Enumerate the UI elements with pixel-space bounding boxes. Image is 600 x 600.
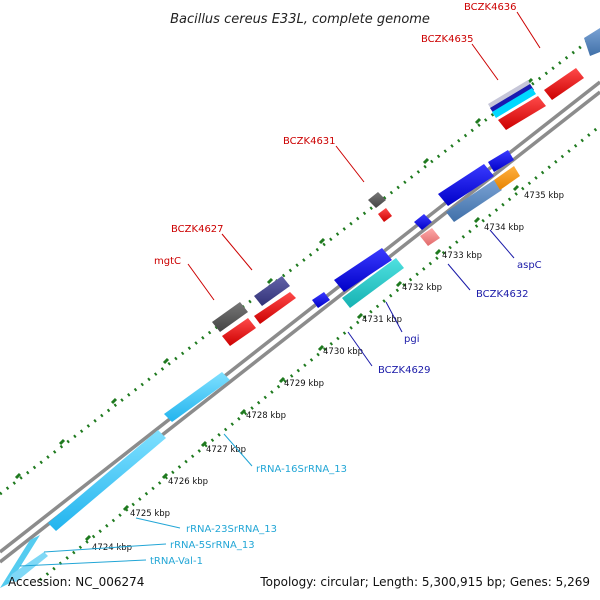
feature-BCZK4627	[254, 276, 290, 306]
feature-blue-small-2	[488, 150, 514, 172]
feature-mgtC-red	[222, 318, 256, 346]
tick-label: 4730 kbp	[323, 347, 363, 357]
feature-BCZK4632	[420, 228, 440, 246]
tick-label: 4725 kbp	[130, 509, 170, 519]
label-rRNA-5S: rRNA-5SrRNA_13	[170, 540, 255, 551]
feature-aspC	[446, 180, 502, 222]
inner-dotted-track	[39, 124, 600, 582]
tick-label: 4731 kbp	[362, 315, 402, 325]
label-tRNA-Val: tRNA-Val-1	[150, 556, 203, 567]
rRNA-16S-feature	[164, 372, 230, 422]
feature-orange	[494, 166, 520, 190]
tick-label: 4735 kbp	[524, 191, 564, 201]
label-rRNA-16S: rRNA-16SrRNA_13	[256, 464, 347, 475]
label-BCZK4632: BCZK4632	[476, 289, 529, 300]
feature-BCZK4631-red	[378, 208, 392, 222]
label-BCZK4627: BCZK4627	[171, 224, 224, 235]
gene-features	[212, 28, 600, 346]
tick-label: 4732 kbp	[402, 283, 442, 293]
accession-text: Accession: NC_006274	[8, 575, 144, 589]
tick-label: 4733 kbp	[442, 251, 482, 261]
tick-label: 4726 kbp	[168, 477, 208, 487]
feature-blue-small-1	[312, 292, 330, 308]
feature-BCZK4636-red	[544, 68, 584, 100]
feature-blue-large	[438, 164, 494, 206]
label-BCZK4636: BCZK4636	[464, 2, 517, 13]
feature-BCZK4635-cyan	[492, 88, 536, 118]
label-rRNA-23S: rRNA-23SrRNA_13	[186, 524, 277, 535]
leader-lines	[19, 11, 541, 567]
rRNA-tRNA-features	[0, 372, 230, 588]
label-aspC: aspC	[517, 260, 542, 271]
tRNA-cluster-arrows	[0, 535, 40, 588]
tick-label: 4728 kbp	[246, 411, 286, 421]
feature-BCZK4632-small	[414, 214, 432, 230]
topology-summary-text: Topology: circular; Length: 5,300,915 bp…	[259, 575, 590, 589]
feature-mgtC-gray	[212, 302, 248, 332]
backbone-line-outer	[0, 80, 600, 554]
tick-label: 4727 kbp	[206, 445, 246, 455]
label-BCZK4629: BCZK4629	[378, 365, 431, 376]
feature-BCZK4629	[334, 248, 392, 292]
feature-BCZK4635-red	[498, 96, 546, 130]
inner-major-ticks	[84, 184, 520, 542]
feature-BCZK4627-red	[254, 292, 296, 324]
rRNA-23S-feature	[48, 430, 166, 531]
tick-label: 4729 kbp	[284, 379, 324, 389]
label-BCZK4635: BCZK4635	[421, 34, 474, 45]
feature-pgi	[342, 258, 404, 308]
feature-BCZK4635-blue	[490, 84, 534, 114]
label-mgtC: mgtC	[154, 256, 181, 267]
label-pgi: pgi	[404, 334, 419, 345]
map-title: Bacillus cereus E33L, complete genome	[170, 12, 430, 27]
feature-BCZK4636	[584, 28, 600, 56]
tRNA-val-arrows	[8, 552, 48, 582]
tick-label: 4734 kbp	[484, 223, 524, 233]
label-BCZK4631: BCZK4631	[283, 136, 336, 147]
feature-BCZK4631	[368, 192, 386, 208]
